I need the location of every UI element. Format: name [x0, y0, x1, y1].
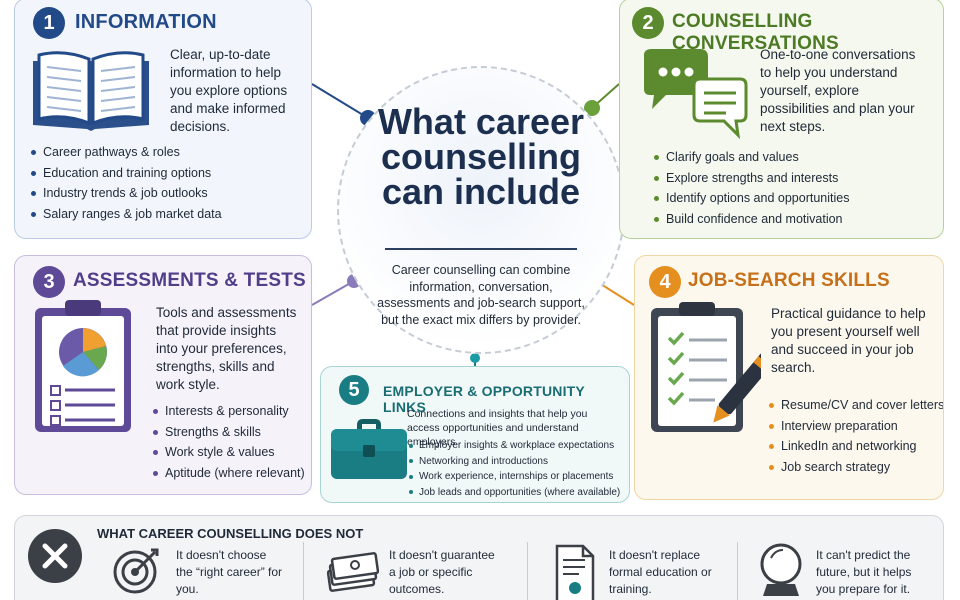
- list-item: LinkedIn and networking: [769, 436, 943, 457]
- counselling-list: Clarify goals and values Explore strengt…: [654, 147, 849, 229]
- card-title: COUNSELLING CONVERSATIONS: [672, 11, 839, 54]
- assessments-card: 3 ASSESSMENTS & TESTS Tools and assessme…: [14, 255, 312, 495]
- jobsearch-list: Resume/CV and cover letters Interview pr…: [769, 395, 943, 478]
- assessments-list: Interests & personality Strengths & skil…: [153, 401, 305, 483]
- money-stack-icon: [326, 552, 380, 597]
- center-title: What career counselling can include: [377, 101, 585, 212]
- list-item: Networking and introductions: [409, 454, 620, 470]
- list-item: Explore strengths and interests: [654, 168, 849, 189]
- card-title: ASSESSMENTS & TESTS: [73, 270, 306, 291]
- list-item: Education and training options: [31, 163, 222, 184]
- card-description: Practical guidance to help you present y…: [771, 306, 926, 375]
- card-description: One-to-one conversations to help you und…: [760, 47, 916, 134]
- target-icon: [111, 546, 161, 600]
- list-item: Interests & personality: [153, 401, 305, 422]
- card-number: 3: [33, 266, 65, 298]
- information-list: Career pathways & roles Education and tr…: [31, 142, 222, 224]
- list-item: Aptitude (where relevant): [153, 463, 305, 484]
- list-item: Industry trends & job outlooks: [31, 183, 222, 204]
- list-item: Job leads and opportunities (where avail…: [409, 485, 620, 501]
- list-item: Interview preparation: [769, 416, 943, 437]
- employer-card: 5 EMPLOYER & OPPORTUNITY LINKS Connectio…: [320, 366, 630, 503]
- divider: [303, 542, 304, 600]
- does-not-item-text: It doesn't replace formal education or t…: [609, 548, 712, 596]
- card-description: Connections and insights that help you a…: [407, 408, 588, 448]
- does-not-item-text: It doesn't guarantee a job or specific o…: [389, 548, 495, 596]
- counselling-card: 2 COUNSELLING CONVERSATIONS One-to-one c…: [619, 0, 944, 239]
- card-number: 1: [33, 7, 65, 39]
- checklist-pen-icon: [649, 302, 774, 443]
- card-title: JOB-SEARCH SKILLS: [688, 270, 890, 291]
- card-description: Clear, up-to-date information to help yo…: [170, 47, 288, 134]
- speech-bubbles-icon: [636, 47, 748, 144]
- close-icon: [27, 528, 83, 589]
- list-item: Job search strategy: [769, 457, 943, 478]
- card-description: Tools and assessments that provide insig…: [156, 305, 297, 392]
- open-book-icon: [29, 49, 153, 138]
- list-item: Work experience, internships or placemen…: [409, 469, 620, 485]
- center-description: Career counselling can combine informati…: [377, 263, 585, 327]
- center-divider: [385, 248, 577, 250]
- divider: [527, 542, 528, 600]
- list-item: Career pathways & roles: [31, 142, 222, 163]
- list-item: Employer insights & workplace expectatio…: [409, 438, 620, 454]
- clipboard-chart-icon: [33, 298, 133, 439]
- card-title: INFORMATION: [75, 11, 217, 33]
- does-not-item-text: It can't predict the future, but it help…: [816, 548, 912, 596]
- jobsearch-card: 4 JOB-SEARCH SKILLS Practical guidance t…: [634, 255, 944, 500]
- list-item: Strengths & skills: [153, 422, 305, 443]
- certificate-icon: [555, 544, 595, 600]
- list-item: Identify options and opportunities: [654, 188, 849, 209]
- does-not-title: WHAT CAREER COUNSELLING DOES NOT: [97, 526, 364, 541]
- list-item: Salary ranges & job market data: [31, 204, 222, 225]
- card-title: EMPLOYER & OPPORTUNITY LINKS: [383, 383, 585, 415]
- does-not-item-text: It doesn't choose the “right career” for…: [176, 548, 283, 596]
- list-item: Work style & values: [153, 442, 305, 463]
- card-number: 5: [339, 375, 369, 405]
- does-not-band: WHAT CAREER COUNSELLING DOES NOT It does…: [14, 515, 944, 600]
- list-item: Clarify goals and values: [654, 147, 849, 168]
- information-card: 1 INFORMATION Clear, up-to-date informat…: [14, 0, 312, 239]
- center-circle: [337, 66, 625, 354]
- card-number: 4: [649, 266, 681, 298]
- briefcase-icon: [329, 415, 409, 486]
- crystal-ball-icon: [759, 542, 803, 600]
- list-item: Build confidence and motivation: [654, 209, 849, 230]
- card-number: 2: [632, 7, 664, 39]
- divider: [737, 542, 738, 600]
- list-item: Resume/CV and cover letters: [769, 395, 943, 416]
- employer-list: Employer insights & workplace expectatio…: [409, 438, 620, 500]
